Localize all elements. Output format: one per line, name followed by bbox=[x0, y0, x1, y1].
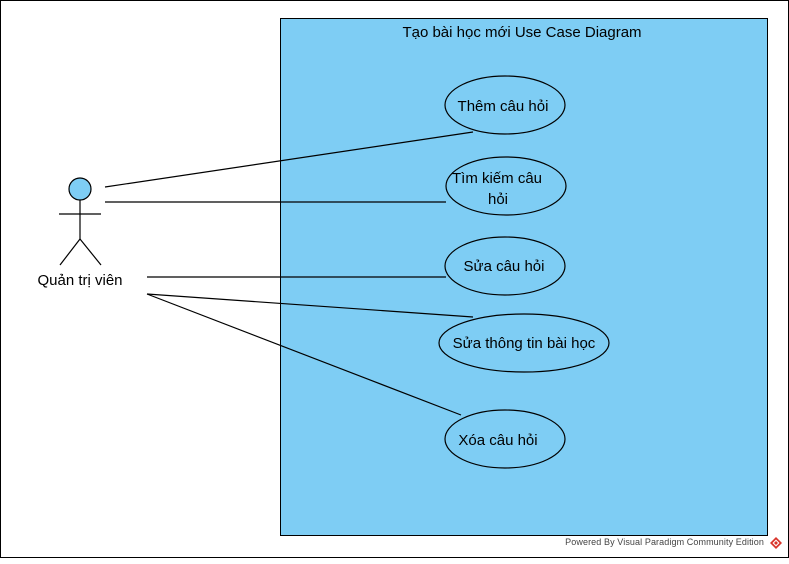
association-line-sua-thong-tin-bai-hoc[interactable] bbox=[146, 293, 474, 318]
association-line-them-cau-hoi[interactable] bbox=[104, 131, 474, 188]
use-case-label: Sửa câu hỏi bbox=[464, 258, 545, 275]
use-case-label-line-2: hỏi bbox=[488, 191, 508, 208]
use-case-xoa-cau-hoi[interactable]: Xóa câu hỏi bbox=[444, 409, 566, 469]
actor-quan-tri-vien[interactable]: Quản trị viên bbox=[37, 177, 123, 289]
actor-label: Quản trị viên bbox=[37, 272, 122, 289]
association-line-xoa-cau-hoi[interactable] bbox=[146, 293, 462, 416]
powered-by-footer: Powered By Visual Paradigm Community Edi… bbox=[565, 537, 764, 547]
stick-figure-actor-icon bbox=[59, 177, 102, 266]
use-case-label: Thêm câu hỏi bbox=[458, 98, 549, 115]
use-case-them-cau-hoi[interactable]: Thêm câu hỏi bbox=[444, 75, 566, 135]
use-case-sua-thong-tin-bai-hoc[interactable]: Sửa thông tin bài học bbox=[438, 313, 610, 373]
use-case-label-line-1: Tìm kiếm câu bbox=[452, 170, 542, 187]
use-case-label: Xóa câu hỏi bbox=[458, 432, 537, 449]
visual-paradigm-logo-icon bbox=[770, 537, 782, 549]
use-case-tim-kiem-cau-hoi[interactable]: Tìm kiếm câu hỏi bbox=[445, 156, 567, 216]
use-case-sua-cau-hoi[interactable]: Sửa câu hỏi bbox=[444, 236, 566, 296]
system-title: Tạo bài học mới Use Case Diagram bbox=[402, 24, 641, 41]
use-case-label: Sửa thông tin bài học bbox=[453, 335, 596, 352]
